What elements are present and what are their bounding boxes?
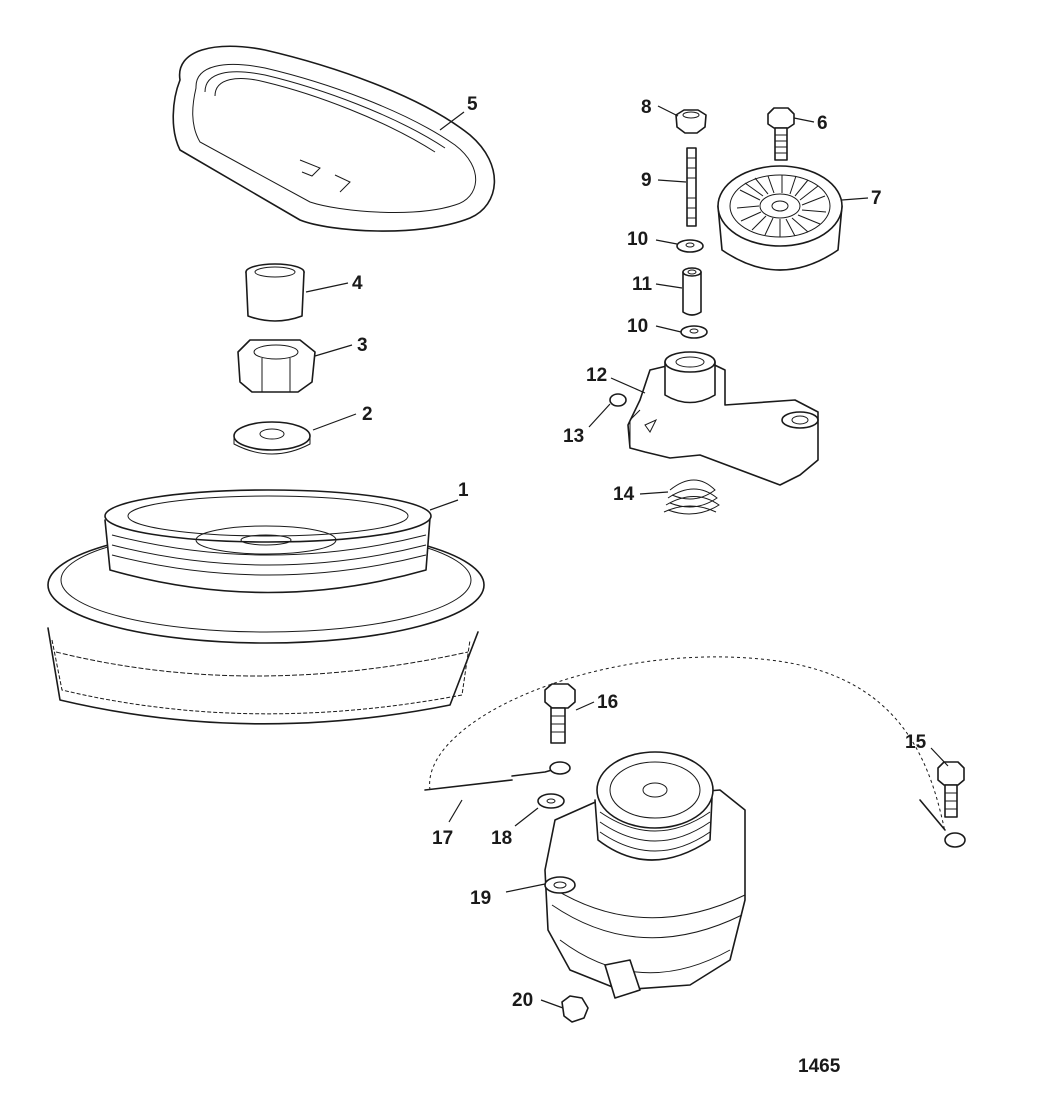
callout-4: 4 bbox=[352, 273, 363, 294]
callout-7: 7 bbox=[871, 188, 882, 209]
alternator-nut bbox=[561, 995, 589, 1023]
callout-20: 20 bbox=[512, 990, 533, 1011]
alternator bbox=[544, 751, 746, 999]
callout-12: 12 bbox=[586, 365, 607, 386]
callout-1: 1 bbox=[458, 480, 469, 501]
callout-9: 9 bbox=[641, 170, 652, 191]
callout-19: 19 bbox=[470, 888, 491, 909]
drive-belt bbox=[172, 45, 496, 232]
alternator-bolt bbox=[544, 683, 576, 744]
spacer-washer-upper bbox=[676, 239, 704, 253]
torsion-spring bbox=[663, 479, 720, 515]
callout-2: 2 bbox=[362, 404, 373, 425]
cable-bolt bbox=[937, 761, 965, 818]
callout-13: 13 bbox=[563, 426, 584, 447]
small-nut bbox=[675, 109, 707, 134]
grease-fitting bbox=[609, 393, 627, 407]
callout-5: 5 bbox=[467, 94, 478, 115]
callout-8: 8 bbox=[641, 97, 652, 118]
leader-lines bbox=[305, 105, 949, 1009]
stud bbox=[686, 147, 697, 227]
callout-3: 3 bbox=[357, 335, 368, 356]
callout-10-upper: 10 bbox=[627, 229, 648, 250]
callout-17: 17 bbox=[432, 828, 453, 849]
callout-6: 6 bbox=[817, 113, 828, 134]
idler-pulley bbox=[717, 165, 843, 271]
callout-15: 15 bbox=[905, 732, 927, 753]
callout-10-lower: 10 bbox=[627, 316, 648, 337]
callout-18: 18 bbox=[491, 828, 512, 849]
ground-cable bbox=[424, 656, 966, 848]
callout-16: 16 bbox=[597, 692, 618, 713]
callout-11: 11 bbox=[632, 274, 653, 295]
spacer-washer-lower bbox=[680, 325, 708, 339]
pulley-bolt bbox=[767, 107, 795, 161]
spacer-tube bbox=[682, 267, 702, 316]
sleeve bbox=[245, 263, 305, 322]
cable-washer bbox=[537, 793, 565, 809]
hex-nut bbox=[237, 339, 316, 393]
washer bbox=[233, 421, 311, 455]
callout-labels: 1 2 3 4 5 6 7 8 9 10 11 10 12 13 14 15 1… bbox=[352, 94, 927, 1011]
flywheel bbox=[47, 489, 485, 725]
figure-number: 1465 bbox=[798, 1056, 841, 1077]
tensioner-bracket bbox=[627, 351, 819, 486]
callout-14: 14 bbox=[613, 484, 635, 505]
